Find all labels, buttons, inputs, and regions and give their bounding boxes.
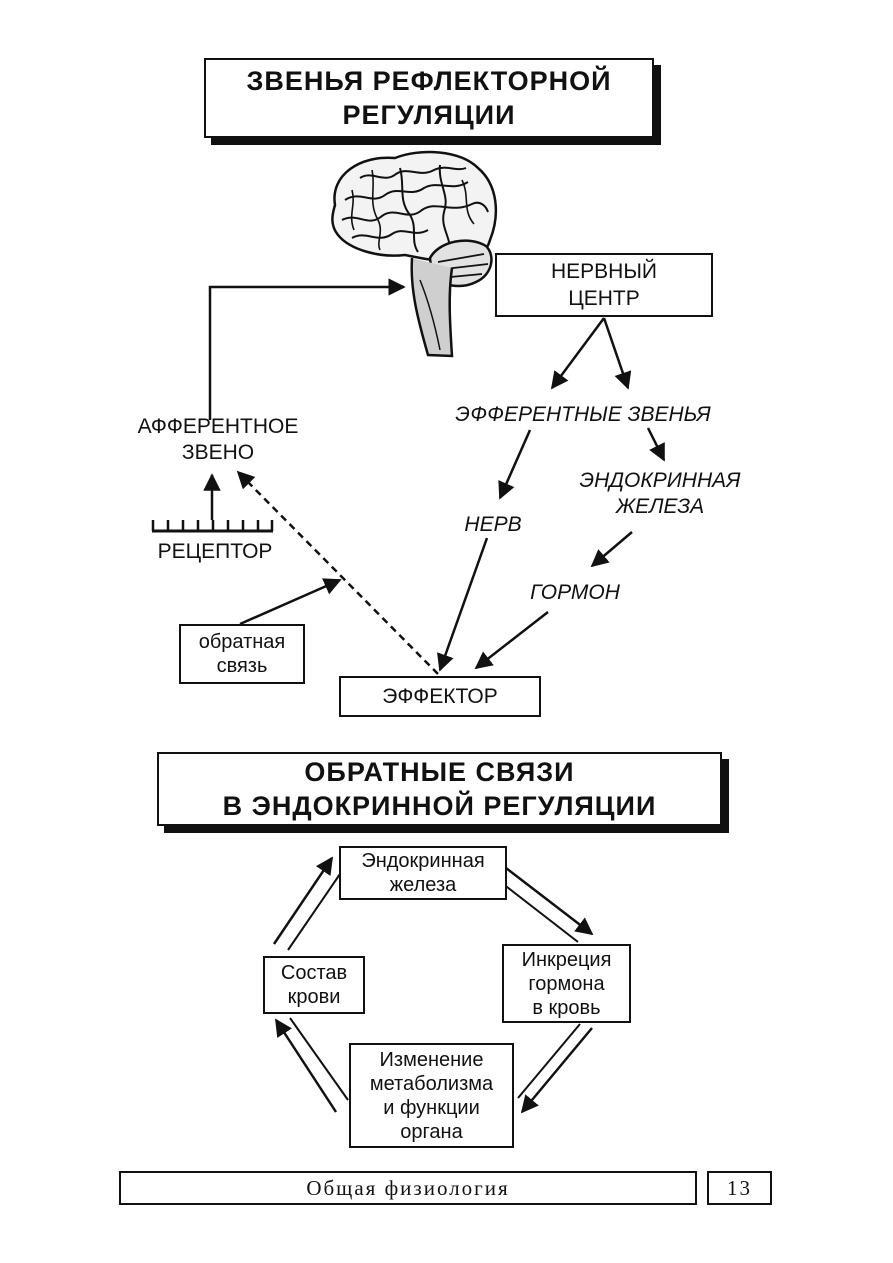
effector-box: ЭФФЕКТОР [339, 676, 541, 717]
nerve-center-line1: НЕРВНЫЙ [550, 260, 658, 283]
hormone-to-effector-arrow [474, 611, 549, 670]
page-number: 13 [727, 1175, 752, 1200]
hormone-label: ГОРМОН [530, 581, 620, 604]
feedback-box: обратная связь [179, 624, 305, 684]
reflex-title-line2: РЕГУЛЯЦИИ [342, 100, 516, 130]
endocrine-gland-label: ЭНДОКРИННАЯ ЖЕЛЕЗА [560, 468, 760, 520]
efferent-to-gland-arrow [646, 427, 666, 462]
center-to-efferent-right-arrow [602, 317, 632, 390]
secretion-line2: гормона [528, 972, 605, 995]
reflex-title-line1: ЗВЕНЬЯ РЕФЛЕКТОРНОЙ [246, 66, 612, 96]
gland-line1: Эндокринная [361, 850, 485, 872]
feedback-title-line2: В ЭНДОКРИННОЙ РЕГУЛЯЦИИ [222, 791, 657, 821]
blood-line2: крови [287, 986, 341, 1008]
change-line3: и функции [383, 1096, 480, 1119]
secretion-line1: Инкреция [521, 948, 612, 971]
loop-gland-to-secretion-arrow [497, 867, 594, 943]
endocrine-gland-box: Эндокринная железа [339, 846, 507, 900]
change-line4: органа [400, 1120, 463, 1143]
blood-line1: Состав [280, 962, 348, 984]
gland-to-hormone-arrow [590, 531, 633, 568]
nerve-center-box: НЕРВНЫЙ ЦЕНТР [495, 253, 713, 317]
change-line2: метаболизма [369, 1072, 494, 1095]
hormone-secretion-box: Инкреция гормона в кровь [502, 944, 631, 1023]
footer-book-title: Общая физиология [306, 1175, 510, 1200]
receptor-label: РЕЦЕПТОР [157, 540, 273, 563]
secretion-line3: в кровь [532, 996, 601, 1019]
center-to-efferent-left-arrow [550, 317, 606, 390]
effector-label: ЭФФЕКТОР [382, 684, 498, 708]
afferent-link-label: АФФЕРЕНТНОЕ ЗВЕНО [118, 414, 318, 466]
loop-change-to-blood-arrow [274, 1017, 349, 1113]
brain-icon [331, 150, 498, 358]
nerve-center-line2: ЦЕНТР [568, 287, 640, 310]
feedback-arrow [239, 578, 342, 626]
endocrine-line1: ЭНДОКРИННАЯ [579, 469, 741, 492]
feedback-title-box: ОБРАТНЫЕ СВЯЗИ В ЭНДОКРИННОЙ РЕГУЛЯЦИИ [157, 752, 722, 826]
gland-line2: железа [389, 874, 457, 896]
nerve-to-effector-arrow [437, 537, 489, 672]
nerve-label: НЕРВ [464, 513, 522, 536]
reflex-title-box: ЗВЕНЬЯ РЕФЛЕКТОРНОЙ РЕГУЛЯЦИИ [204, 58, 654, 138]
afferent-to-brain-arrow [208, 278, 406, 420]
footer-page-number-box: 13 [707, 1171, 772, 1205]
loop-blood-to-gland-arrow [272, 856, 341, 951]
change-line1: Изменение [379, 1048, 484, 1071]
receptor-icon [151, 520, 274, 533]
afferent-line1: АФФЕРЕНТНОЕ [137, 415, 299, 438]
endocrine-line2: ЖЕЛЕЗА [615, 495, 705, 518]
efferent-links-label: ЭФФЕРЕНТНЫЕ ЗВЕНЬЯ [455, 403, 711, 426]
afferent-line2: ЗВЕНО [181, 441, 255, 464]
blood-composition-box: Состав крови [263, 956, 365, 1014]
loop-secretion-to-change-arrow [517, 1023, 593, 1114]
feedback-line2: связь [216, 655, 268, 677]
feedback-line1: обратная [198, 631, 286, 653]
footer-book-title-box: Общая физиология [119, 1171, 697, 1205]
feedback-title-line1: ОБРАТНЫЕ СВЯЗИ [304, 757, 575, 787]
efferent-to-nerve-arrow [498, 429, 532, 500]
metabolism-change-box: Изменение метаболизма и функции органа [349, 1043, 514, 1148]
